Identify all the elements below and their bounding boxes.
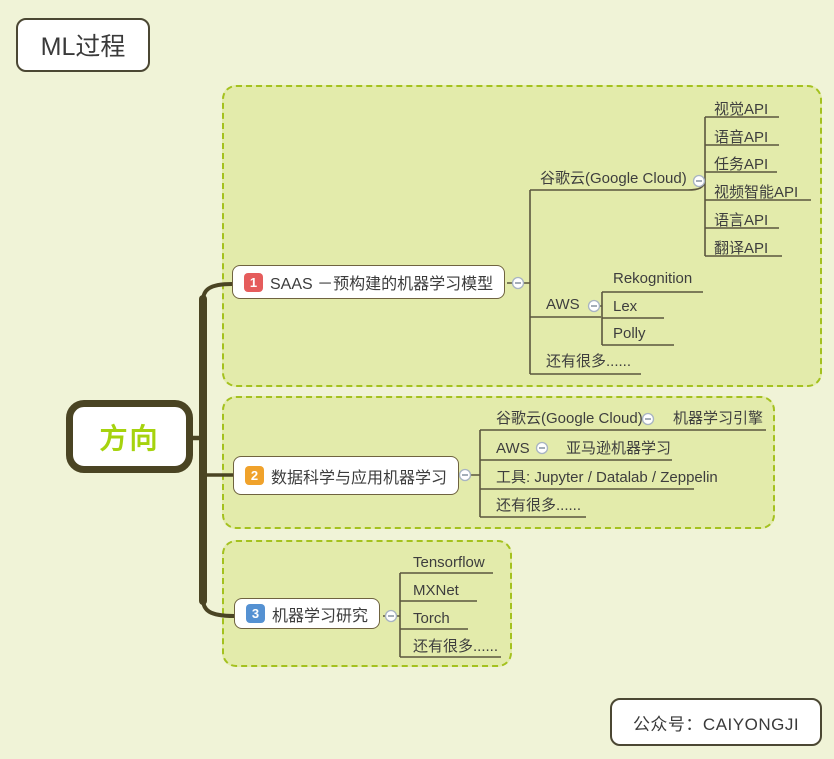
leaf-more-1[interactable]: 还有很多...... bbox=[546, 353, 632, 370]
watermark-box: 公众号：CAIYONGJI bbox=[610, 698, 822, 746]
title-text: ML过程 bbox=[40, 33, 126, 61]
branch2-label: 数据科学与应用机器学习 bbox=[271, 469, 448, 487]
leaf-vision-api[interactable]: 视觉API bbox=[714, 101, 769, 118]
leaf-video-intelligence-api[interactable]: 视频智能API bbox=[714, 184, 799, 201]
branch2-node[interactable]: 2 数据科学与应用机器学习 bbox=[233, 456, 460, 495]
collapse-icon[interactable] bbox=[458, 468, 472, 482]
leaf-google-cloud-2[interactable]: 谷歌云(Google Cloud) bbox=[496, 410, 643, 427]
leaf-tensorflow[interactable]: Tensorflow bbox=[413, 554, 485, 571]
title-box: ML过程 bbox=[16, 18, 150, 72]
leaf-more-2[interactable]: 还有很多...... bbox=[496, 497, 582, 514]
leaf-speech-api[interactable]: 语音API bbox=[714, 129, 769, 146]
leaf-jobs-api[interactable]: 任务API bbox=[714, 156, 769, 173]
leaf-aws-2[interactable]: AWS bbox=[496, 440, 530, 457]
watermark-text: 公众号：CAIYONGJI bbox=[632, 714, 800, 734]
collapse-icon[interactable] bbox=[587, 299, 601, 313]
leaf-more-3[interactable]: 还有很多...... bbox=[413, 638, 499, 655]
leaf-tools[interactable]: 工具: Jupyter / Datalab / Zeppelin bbox=[496, 469, 718, 486]
leaf-amazon-ml[interactable]: 亚马逊机器学习 bbox=[566, 440, 672, 457]
branch3-label: 机器学习研究 bbox=[272, 607, 369, 625]
priority-badge-3: 3 bbox=[246, 604, 265, 623]
branch3-node[interactable]: 3 机器学习研究 bbox=[234, 598, 381, 629]
priority-badge-2: 2 bbox=[245, 466, 264, 485]
leaf-polly[interactable]: Polly bbox=[613, 325, 646, 342]
collapse-icon[interactable] bbox=[641, 412, 655, 426]
root-label: 方向 bbox=[99, 422, 160, 454]
collapse-icon[interactable] bbox=[535, 441, 549, 455]
leaf-google-cloud-1[interactable]: 谷歌云(Google Cloud) bbox=[540, 170, 687, 187]
leaf-torch[interactable]: Torch bbox=[413, 610, 450, 627]
trunk-curve bbox=[201, 282, 236, 618]
root-node[interactable]: 方向 bbox=[66, 400, 193, 473]
priority-badge-1: 1 bbox=[244, 272, 263, 292]
leaf-lex[interactable]: Lex bbox=[613, 298, 638, 315]
branch1-label: SAAS －预构建的机器学习模型 bbox=[270, 276, 494, 293]
leaf-language-api[interactable]: 语言API bbox=[714, 212, 769, 229]
collapse-icon[interactable] bbox=[692, 174, 706, 188]
branch1-node[interactable]: 1 SAAS －预构建的机器学习模型 bbox=[232, 265, 506, 299]
leaf-mxnet[interactable]: MXNet bbox=[413, 582, 459, 599]
collapse-icon[interactable] bbox=[384, 609, 398, 623]
leaf-aws-1[interactable]: AWS bbox=[546, 296, 580, 313]
leaf-translate-api[interactable]: 翻译API bbox=[714, 240, 769, 257]
collapse-icon[interactable] bbox=[511, 276, 525, 290]
leaf-rekognition[interactable]: Rekognition bbox=[613, 270, 693, 287]
branch1-group-frame bbox=[222, 85, 822, 387]
leaf-ml-engine[interactable]: 机器学习引擎 bbox=[673, 410, 764, 427]
